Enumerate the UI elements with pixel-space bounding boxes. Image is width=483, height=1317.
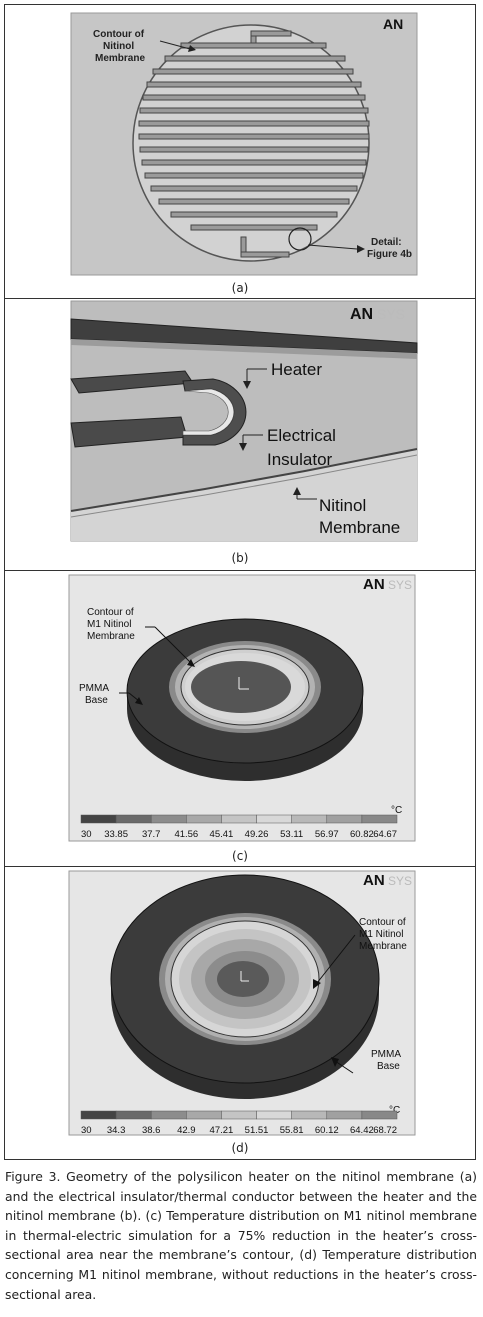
scale-segment (291, 1110, 328, 1120)
label-membrane-line1: Nitinol (319, 496, 366, 515)
scale-tick-label: 64.67 (373, 829, 397, 840)
figure-panel-a: AN Contour of Nitinol Membrane Detail: F… (4, 4, 476, 299)
logo-text: AN (383, 16, 403, 32)
scale-tick-label: 56.97 (315, 829, 339, 840)
panel-d-caption: (d) (231, 1141, 249, 1155)
scale-segment (256, 814, 292, 824)
scale-tick-label: 45.41 (210, 829, 234, 840)
label-contour-line2: M1 Nitinol (87, 619, 131, 630)
logo-sys: SYS (377, 306, 405, 322)
scale-segment (80, 814, 117, 824)
scale-segment (186, 814, 222, 824)
scale-tick-label: 34.3 (107, 1125, 126, 1136)
scale-tick-label: 53.11 (280, 829, 303, 840)
logo-an: AN (363, 576, 385, 593)
unit-label: °C (391, 805, 402, 816)
scale-segment (326, 1110, 363, 1120)
logo-sys: SYS (388, 578, 412, 592)
scale-segment (361, 1110, 398, 1120)
scale-segment (326, 814, 363, 824)
serpentine-heater (138, 30, 370, 258)
scale-tick-label: 55.81 (280, 1125, 304, 1136)
panel-c-caption: (c) (232, 849, 248, 863)
scale-segment (291, 814, 328, 824)
scale-segment (150, 1110, 187, 1120)
scale-tick-label: 60.82 (350, 829, 374, 840)
scale-segment (361, 814, 398, 824)
scale-tick-label: 47.21 (210, 1125, 234, 1136)
scale-tick-label: 41.56 (174, 829, 198, 840)
scale-tick-label: 68.72 (373, 1125, 397, 1136)
label-heater: Heater (271, 360, 322, 379)
logo-an: AN (350, 306, 373, 323)
scale-tick-label: 30 (81, 829, 92, 840)
label-contour-line3: Membrane (359, 941, 407, 952)
logo-sys: SYS (388, 874, 412, 888)
scale-tick-label: 37.7 (142, 829, 161, 840)
scale-tick-label: 42.9 (177, 1125, 196, 1136)
detail-circle (288, 227, 312, 251)
temperature-distribution-d: AN SYS Contour of M1 Nitinol Membrane PM… (68, 870, 416, 1136)
label-detail-line2: Figure 4b (367, 249, 412, 260)
scale-tick-label: 60.12 (315, 1125, 339, 1136)
label-contour-line2: M1 Nitinol (359, 929, 403, 940)
scale-segment (115, 814, 152, 824)
label-contour-line3: Membrane (95, 53, 145, 64)
figure-caption: Figure 3. Geometry of the polysilicon he… (5, 1169, 477, 1302)
label-contour-line2: Nitinol (103, 41, 134, 52)
axis-triad (238, 677, 249, 690)
label-detail-line1: Detail: (371, 237, 402, 248)
label-insulator-line2: Insulator (267, 450, 333, 469)
scale-segment (150, 814, 187, 824)
scale-tick-label: 49.26 (245, 829, 269, 840)
scale-segment (115, 1110, 152, 1120)
figure-panel-c: AN SYS Contour of M1 Nitinol Membrane PM… (4, 570, 476, 867)
label-base-line2: Base (377, 1061, 400, 1072)
scale-tick-label: 38.6 (142, 1125, 161, 1136)
label-base-line1: PMMA (79, 683, 109, 694)
insulator-detail-figure: AN SYS Heater Electrical Insulator Nitin… (70, 300, 418, 542)
unit-label: °C (389, 1105, 400, 1116)
label-insulator-line1: Electrical (267, 426, 336, 445)
scale-tick-label: 30 (81, 1125, 92, 1136)
heater-geometry-figure: AN Contour of Nitinol Membrane Detail: F… (70, 12, 418, 276)
scale-segment (221, 1110, 257, 1120)
label-contour-line1: Contour of (93, 29, 145, 40)
panel-a-caption: (a) (231, 281, 249, 295)
figure-panel-d: AN SYS Contour of M1 Nitinol Membrane PM… (4, 866, 476, 1160)
scale-segment (256, 1110, 292, 1120)
label-membrane-line2: Membrane (319, 518, 400, 537)
color-scale: 30 33.85 37.7 41.56 45.41 49.26 53.11 56.97 60.8… (80, 814, 398, 840)
label-contour-line1: Contour of (87, 607, 134, 618)
logo-an: AN (363, 872, 385, 889)
label-base-line2: Base (85, 695, 108, 706)
panel-b-caption: (b) (231, 551, 249, 565)
scale-segment (80, 1110, 117, 1120)
scale-tick-label: 51.51 (245, 1125, 269, 1136)
temperature-distribution-c: AN SYS Contour of M1 Nitinol Membrane PM… (68, 574, 416, 842)
label-contour-line3: Membrane (87, 631, 135, 642)
label-contour-line1: Contour of (359, 917, 406, 928)
scale-segment (221, 814, 257, 824)
label-base-line1: PMMA (371, 1049, 401, 1060)
scale-tick-label: 33.85 (104, 829, 128, 840)
scale-segment (186, 1110, 222, 1120)
scale-tick-label: 64.42 (350, 1125, 374, 1136)
figure-panel-b: AN SYS Heater Electrical Insulator Nitin… (4, 298, 476, 571)
